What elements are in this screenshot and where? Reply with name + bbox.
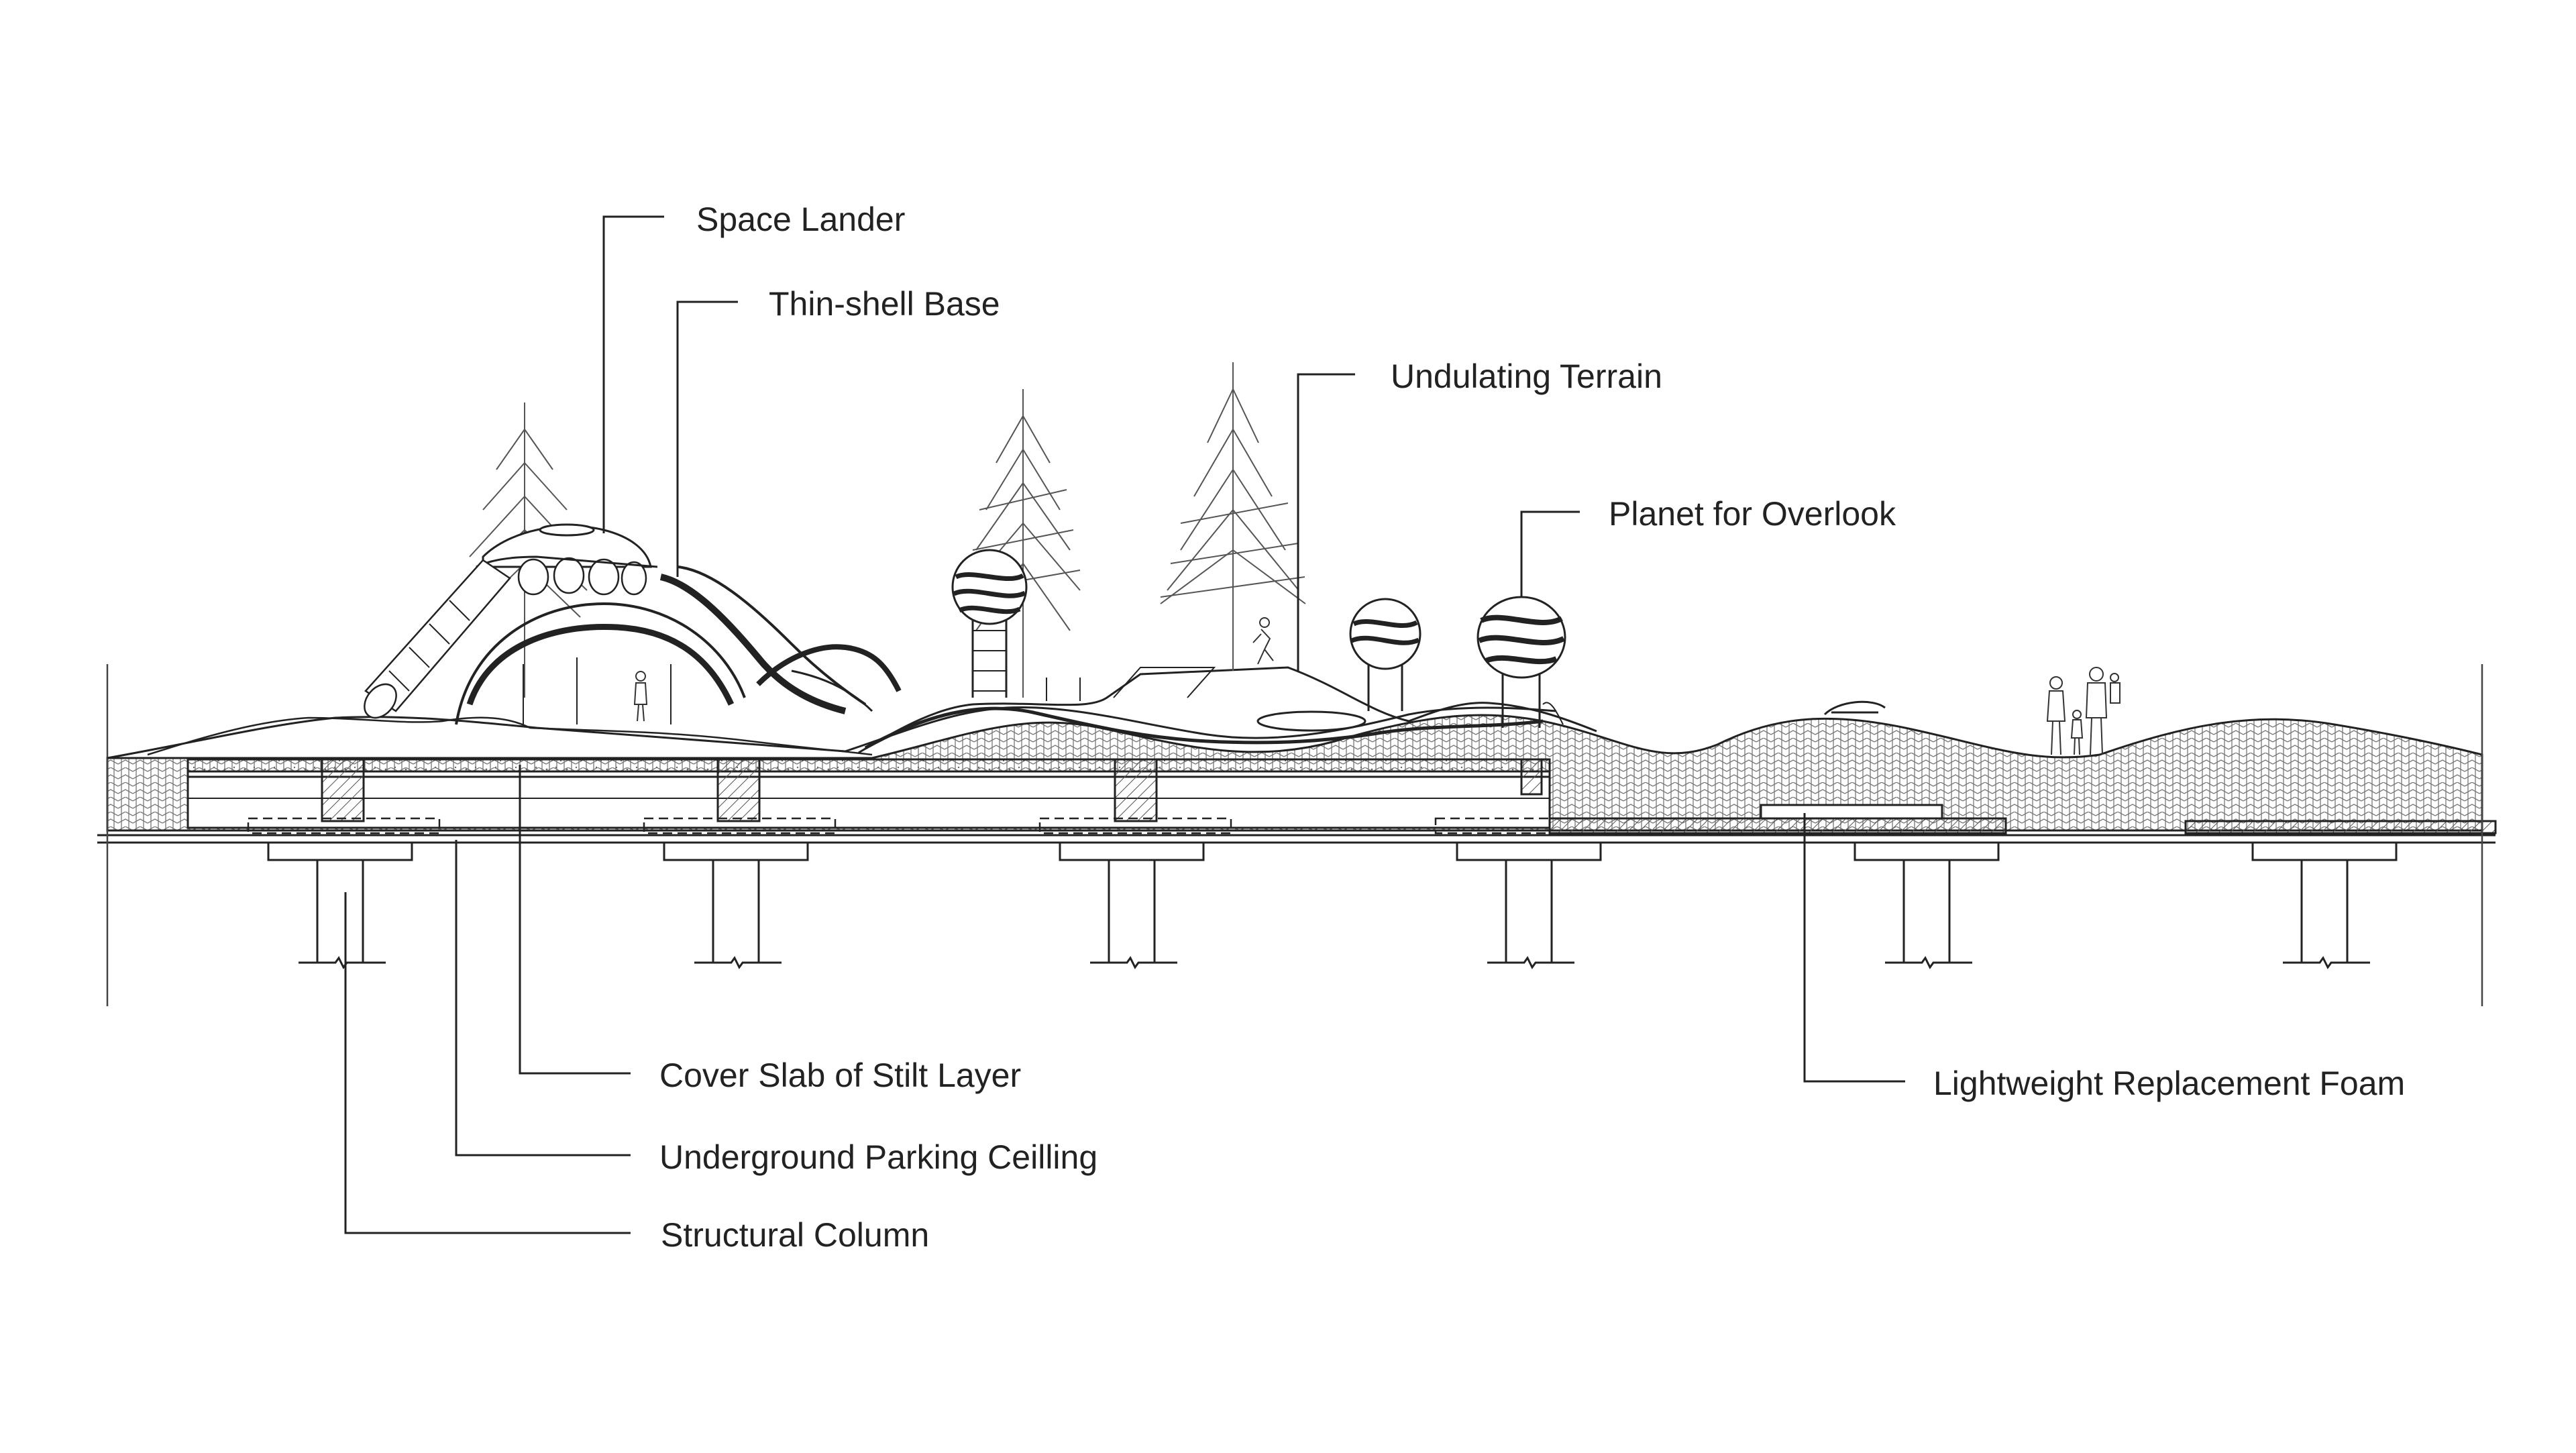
label-undulating-terrain: Undulating Terrain xyxy=(1391,358,1662,395)
label-space-lander: Space Lander xyxy=(696,201,906,238)
replacement-foam-block-1 xyxy=(1548,817,2007,835)
planet-for-overlook xyxy=(1477,596,1566,728)
label-cover-slab: Cover Slab of Stilt Layer xyxy=(659,1057,1022,1094)
leader-thin-shell-base xyxy=(676,301,738,577)
label-thin-shell-base: Thin-shell Base xyxy=(769,285,1000,323)
family-figures xyxy=(2046,667,2121,755)
dashed-capitals xyxy=(247,817,1551,835)
column-2 xyxy=(663,841,809,969)
space-lander xyxy=(455,523,746,725)
leader-space-lander xyxy=(602,215,664,533)
terrain-crest-line xyxy=(864,706,1544,750)
planet-tower-1 xyxy=(951,549,1028,698)
label-structural-column: Structural Column xyxy=(661,1216,930,1254)
tree-tall xyxy=(1160,362,1306,671)
leader-undulating-terrain xyxy=(1297,373,1355,671)
column-1 xyxy=(267,841,413,969)
label-parking-ceiling: Underground Parking Ceilling xyxy=(659,1138,1098,1176)
leader-planet-for-overlook xyxy=(1520,510,1580,597)
column-5 xyxy=(1854,841,2000,969)
stilt-layer-void xyxy=(186,770,1551,829)
cover-slab xyxy=(186,758,1551,778)
leader-lines xyxy=(344,215,1905,1234)
label-replacement-foam: Lightweight Replacement Foam xyxy=(1933,1065,2406,1102)
terrain-ramp xyxy=(1113,667,1216,698)
structural-columns xyxy=(267,841,2398,969)
leader-replacement-foam xyxy=(1803,813,1905,1083)
thin-shell-base xyxy=(659,566,902,714)
column-3 xyxy=(1059,841,1205,969)
undulating-terrain-mound xyxy=(858,666,1597,754)
replacement-foam-block-2 xyxy=(1760,804,1943,820)
left-mound xyxy=(147,716,873,756)
replacement-foam-block-3 xyxy=(2184,820,2497,835)
leader-parking-ceiling xyxy=(455,840,631,1156)
leader-structural-column xyxy=(344,892,631,1234)
terrain-opening xyxy=(1256,710,1366,732)
leader-cover-slab xyxy=(519,765,631,1075)
upper-columns xyxy=(321,758,1543,822)
child-figure xyxy=(1252,617,1274,665)
slide-tube xyxy=(364,559,511,719)
column-4 xyxy=(1456,841,1602,969)
person-figure-1 xyxy=(633,671,648,722)
column-6 xyxy=(2251,841,2398,969)
bench-feature xyxy=(1823,700,1886,716)
planet-tower-2 xyxy=(1349,598,1421,711)
label-planet-for-overlook: Planet for Overlook xyxy=(1609,495,1896,533)
